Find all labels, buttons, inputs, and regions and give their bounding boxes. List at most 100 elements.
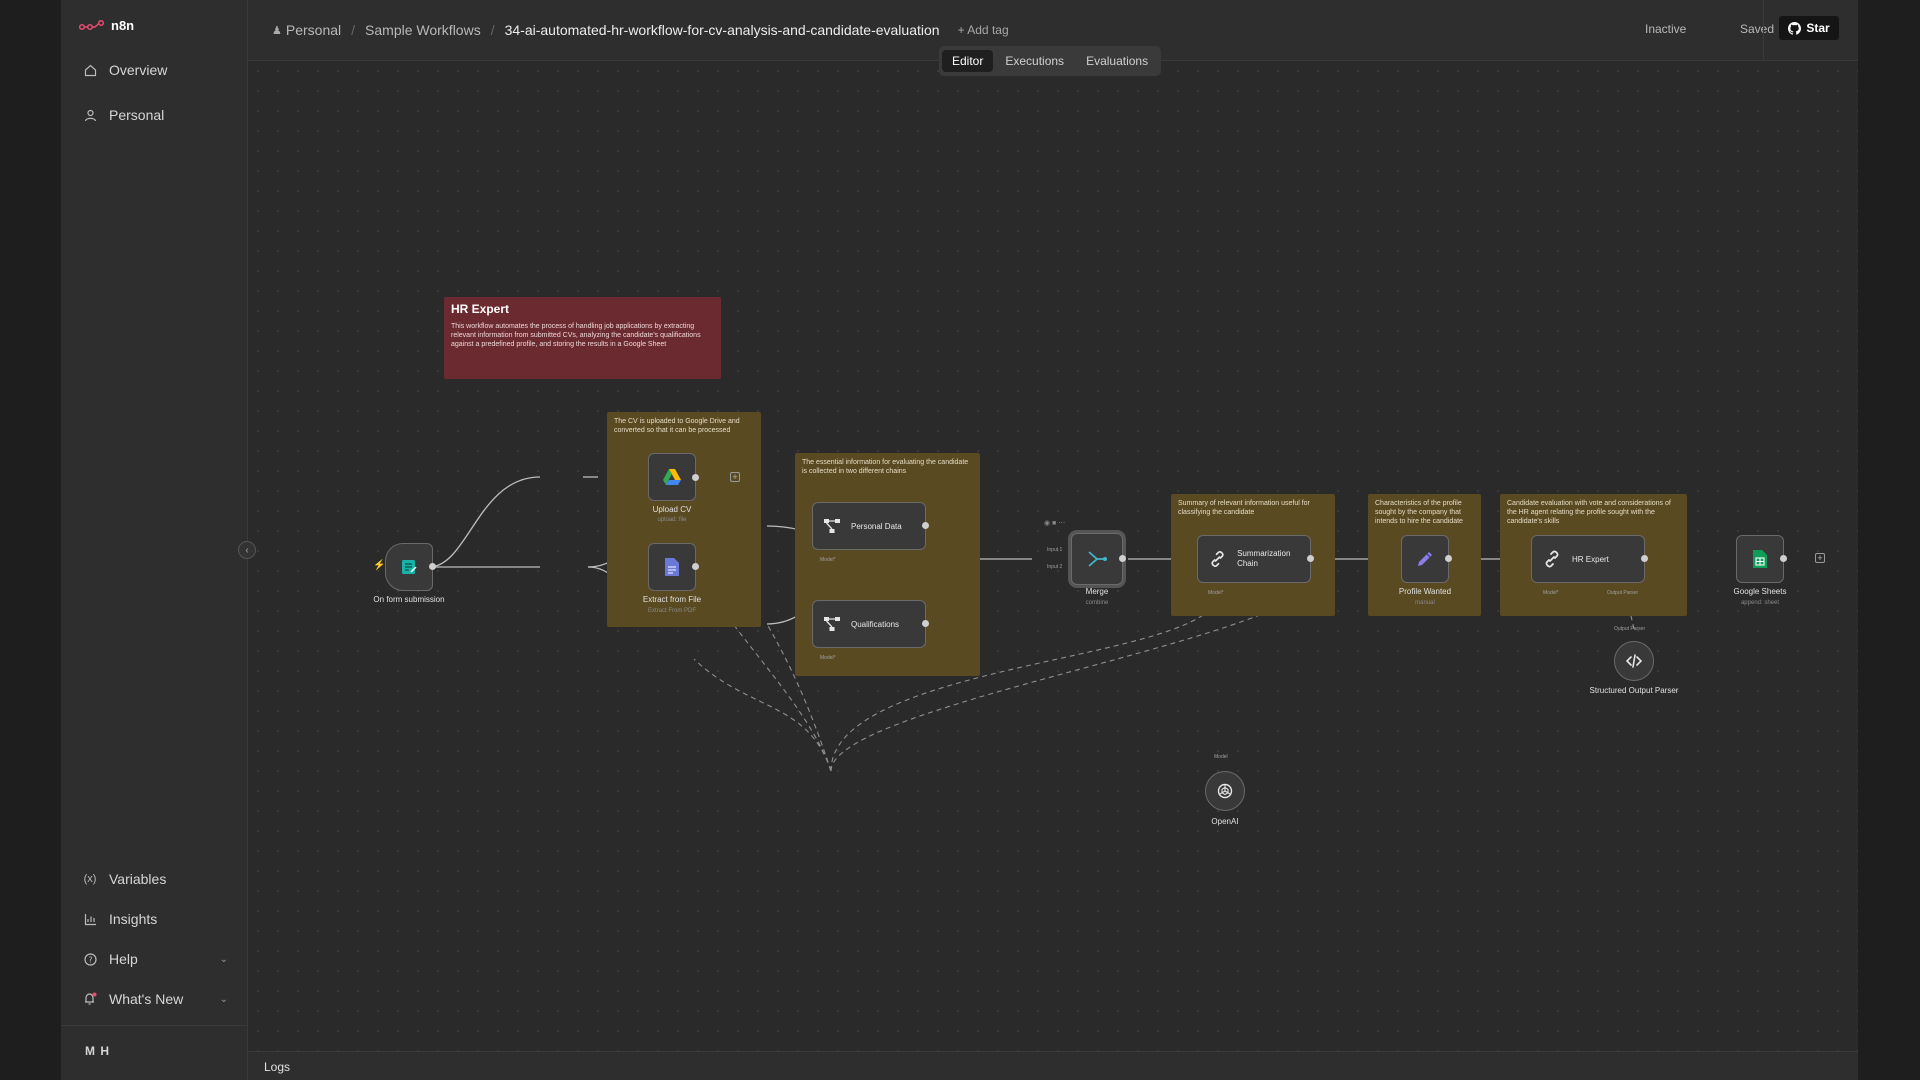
node-qualifications[interactable]: Qualifications [812, 600, 926, 648]
node-label: Structured Output Parser [1589, 686, 1679, 695]
breadcrumb: ♟ Personal / Sample Workflows / 34-ai-au… [272, 22, 1009, 38]
node-toolbar-icons[interactable]: ◉ ■ ⋯ [1044, 520, 1066, 527]
breadcrumb-separator: / [351, 22, 356, 38]
node-structured-output-parser[interactable] [1614, 641, 1654, 681]
sidebar-item-whats-new[interactable]: What's New ⌄ [83, 991, 228, 1007]
workflow-name[interactable]: 34-ai-automated-hr-workflow-for-cv-analy… [504, 22, 940, 38]
port-label: Model [1214, 754, 1228, 760]
active-toggle[interactable]: Inactive [1645, 22, 1687, 36]
sidebar-item-label: Overview [109, 62, 168, 78]
output-port[interactable] [1641, 555, 1648, 562]
svg-text:?: ? [88, 955, 92, 964]
node-openai[interactable] [1205, 771, 1245, 811]
node-google-sheets[interactable] [1736, 535, 1784, 583]
node-upload-cv[interactable] [648, 453, 696, 501]
node-subtitle: Extract From PDF [647, 608, 696, 614]
port-label: Model* [1543, 590, 1559, 596]
logs-panel[interactable]: Logs [248, 1051, 1858, 1080]
chain-split-icon [824, 519, 840, 533]
github-star-button[interactable]: Star [1779, 16, 1839, 40]
sticky-note-profile[interactable]: Characteristics of the profile sought by… [1368, 494, 1481, 616]
collapse-sidebar-button[interactable]: ‹ [238, 541, 256, 559]
node-extract-from-file[interactable] [648, 543, 696, 591]
sticky-text: Candidate evaluation with vote and consi… [1507, 500, 1671, 525]
merge-icon [1088, 551, 1107, 567]
sidebar-item-insights[interactable]: Insights [83, 911, 228, 927]
chart-icon [83, 912, 97, 926]
add-node-plus-icon[interactable]: + [730, 472, 740, 482]
output-port[interactable] [922, 620, 929, 627]
logs-label: Logs [264, 1060, 291, 1074]
add-node-plus-icon[interactable]: + [1815, 553, 1825, 563]
tab-executions[interactable]: Executions [1005, 54, 1065, 68]
port-label: Input 1 [1047, 547, 1063, 553]
connection[interactable] [428, 476, 541, 568]
port-label: Model* [820, 557, 836, 563]
node-summarization-chain[interactable]: Summarization Chain [1197, 535, 1311, 583]
model-connection [830, 593, 1218, 772]
sidebar: n8n Overview Personal (x) Variables Insi… [61, 0, 248, 1080]
sidebar-item-variables[interactable]: (x) Variables [83, 871, 228, 887]
sticky-text: Summary of relevant information useful f… [1178, 500, 1310, 516]
node-personal-data[interactable]: Personal Data [812, 502, 926, 550]
add-tag-button[interactable]: + Add tag [957, 23, 1009, 37]
tab-evaluations[interactable]: Evaluations [1086, 54, 1149, 68]
node-label: Personal Data [851, 521, 902, 531]
output-port[interactable] [1119, 555, 1126, 562]
code-icon [1626, 654, 1642, 668]
sidebar-item-overview[interactable]: Overview [83, 62, 228, 78]
breadcrumb-folder[interactable]: Sample Workflows [365, 22, 481, 38]
pencil-icon [1418, 552, 1432, 566]
output-port[interactable] [429, 563, 436, 570]
output-port[interactable] [692, 563, 699, 570]
view-tabs: Editor Executions Evaluations [939, 46, 1162, 76]
user-icon [83, 108, 97, 122]
output-port[interactable] [922, 522, 929, 529]
sidebar-item-label: Variables [109, 871, 167, 887]
port-label: Model* [1208, 590, 1224, 596]
sticky-note-upload[interactable]: The CV is uploaded to Google Drive and c… [607, 412, 761, 627]
header-divider [1763, 0, 1764, 61]
sticky-text: The essential information for evaluating… [802, 459, 969, 475]
node-label: Google Sheets [1733, 587, 1787, 596]
google-sheets-icon [1753, 550, 1767, 568]
sticky-text: This workflow automates the process of h… [451, 323, 701, 348]
model-connection [766, 623, 832, 772]
node-on-form-submission[interactable] [385, 543, 433, 591]
model-connection [830, 593, 1304, 772]
variables-icon: (x) [83, 873, 97, 885]
sidebar-item-label: What's New [109, 991, 184, 1007]
node-profile-wanted[interactable] [1401, 535, 1449, 583]
logo[interactable]: n8n [79, 18, 134, 33]
node-subtitle: append: sheet [1740, 600, 1780, 606]
sidebar-item-label: Help [109, 951, 138, 967]
output-port[interactable] [1445, 555, 1452, 562]
sticky-text: The CV is uploaded to Google Drive and c… [614, 418, 740, 434]
breadcrumb-project[interactable]: Personal [285, 22, 342, 38]
port-label: Model* [820, 655, 836, 661]
trigger-bolt-icon: ⚡ [373, 560, 386, 571]
node-merge[interactable] [1071, 533, 1123, 585]
workflow-canvas[interactable]: HR Expert This workflow automates the pr… [248, 61, 1858, 1051]
node-hr-expert[interactable]: HR Expert [1531, 535, 1645, 583]
output-port[interactable] [692, 474, 699, 481]
form-icon [402, 560, 417, 574]
chain-split-icon [824, 617, 840, 631]
sidebar-item-help[interactable]: ? Help ⌄ [83, 951, 228, 967]
user-menu[interactable]: M H [61, 1025, 248, 1080]
link-chain-icon [1545, 550, 1559, 568]
n8n-logo-icon [79, 19, 105, 32]
chevron-down-icon: ⌄ [219, 993, 228, 1005]
sidebar-item-personal[interactable]: Personal [83, 107, 228, 123]
output-port[interactable] [1780, 555, 1787, 562]
home-icon [83, 63, 97, 77]
sticky-note-intro[interactable]: HR Expert This workflow automates the pr… [444, 297, 721, 379]
brand-name: n8n [111, 18, 135, 33]
output-port[interactable] [1307, 555, 1314, 562]
node-label: Upload CV [652, 505, 692, 514]
tab-editor[interactable]: Editor [942, 50, 994, 72]
star-label: Star [1806, 21, 1830, 35]
breadcrumb-separator: / [490, 22, 495, 38]
file-extract-icon [665, 558, 679, 576]
avatar: M H [85, 1044, 110, 1058]
